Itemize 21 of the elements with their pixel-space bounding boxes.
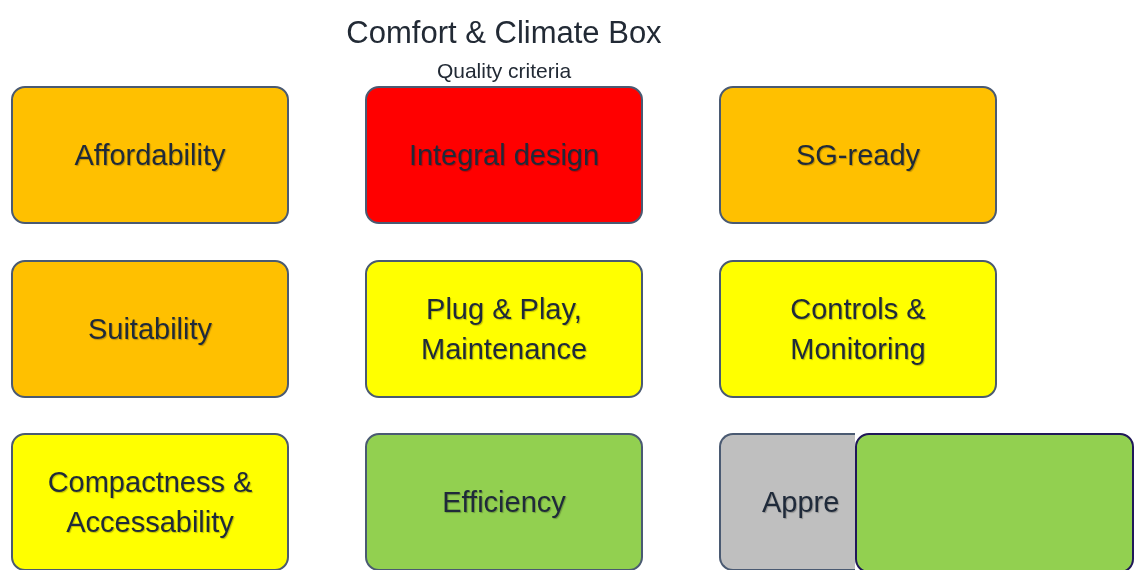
- criterion-label: Efficiency: [442, 485, 566, 520]
- blank-box: [855, 433, 1134, 570]
- criterion-box: [11, 86, 289, 224]
- criterion-label: Integral design: [408, 138, 600, 173]
- diagram-title: Comfort & Climate Box: [346, 14, 662, 52]
- criterion-box: [719, 260, 997, 398]
- criterion-label: Affordability: [74, 138, 226, 173]
- criterion-box: [365, 260, 643, 398]
- criterion-box: [365, 86, 643, 224]
- criterion-label: SG-ready: [795, 138, 921, 173]
- criterion-label: Controls & Monitoring: [789, 292, 927, 367]
- subtitle: Quality criteria: [436, 58, 572, 84]
- criterion-box: [719, 433, 855, 570]
- criterion-label: Plug & Play, Maintenance: [419, 292, 589, 367]
- criterion-box: [11, 260, 289, 398]
- criterion-box: [365, 433, 643, 570]
- criterion-box: [11, 433, 289, 570]
- criterion-label: Compactness & Accessability: [46, 465, 254, 540]
- criterion-box: [719, 86, 997, 224]
- criterion-label: Suitability: [87, 312, 213, 347]
- criterion-label: Appre: [762, 485, 840, 520]
